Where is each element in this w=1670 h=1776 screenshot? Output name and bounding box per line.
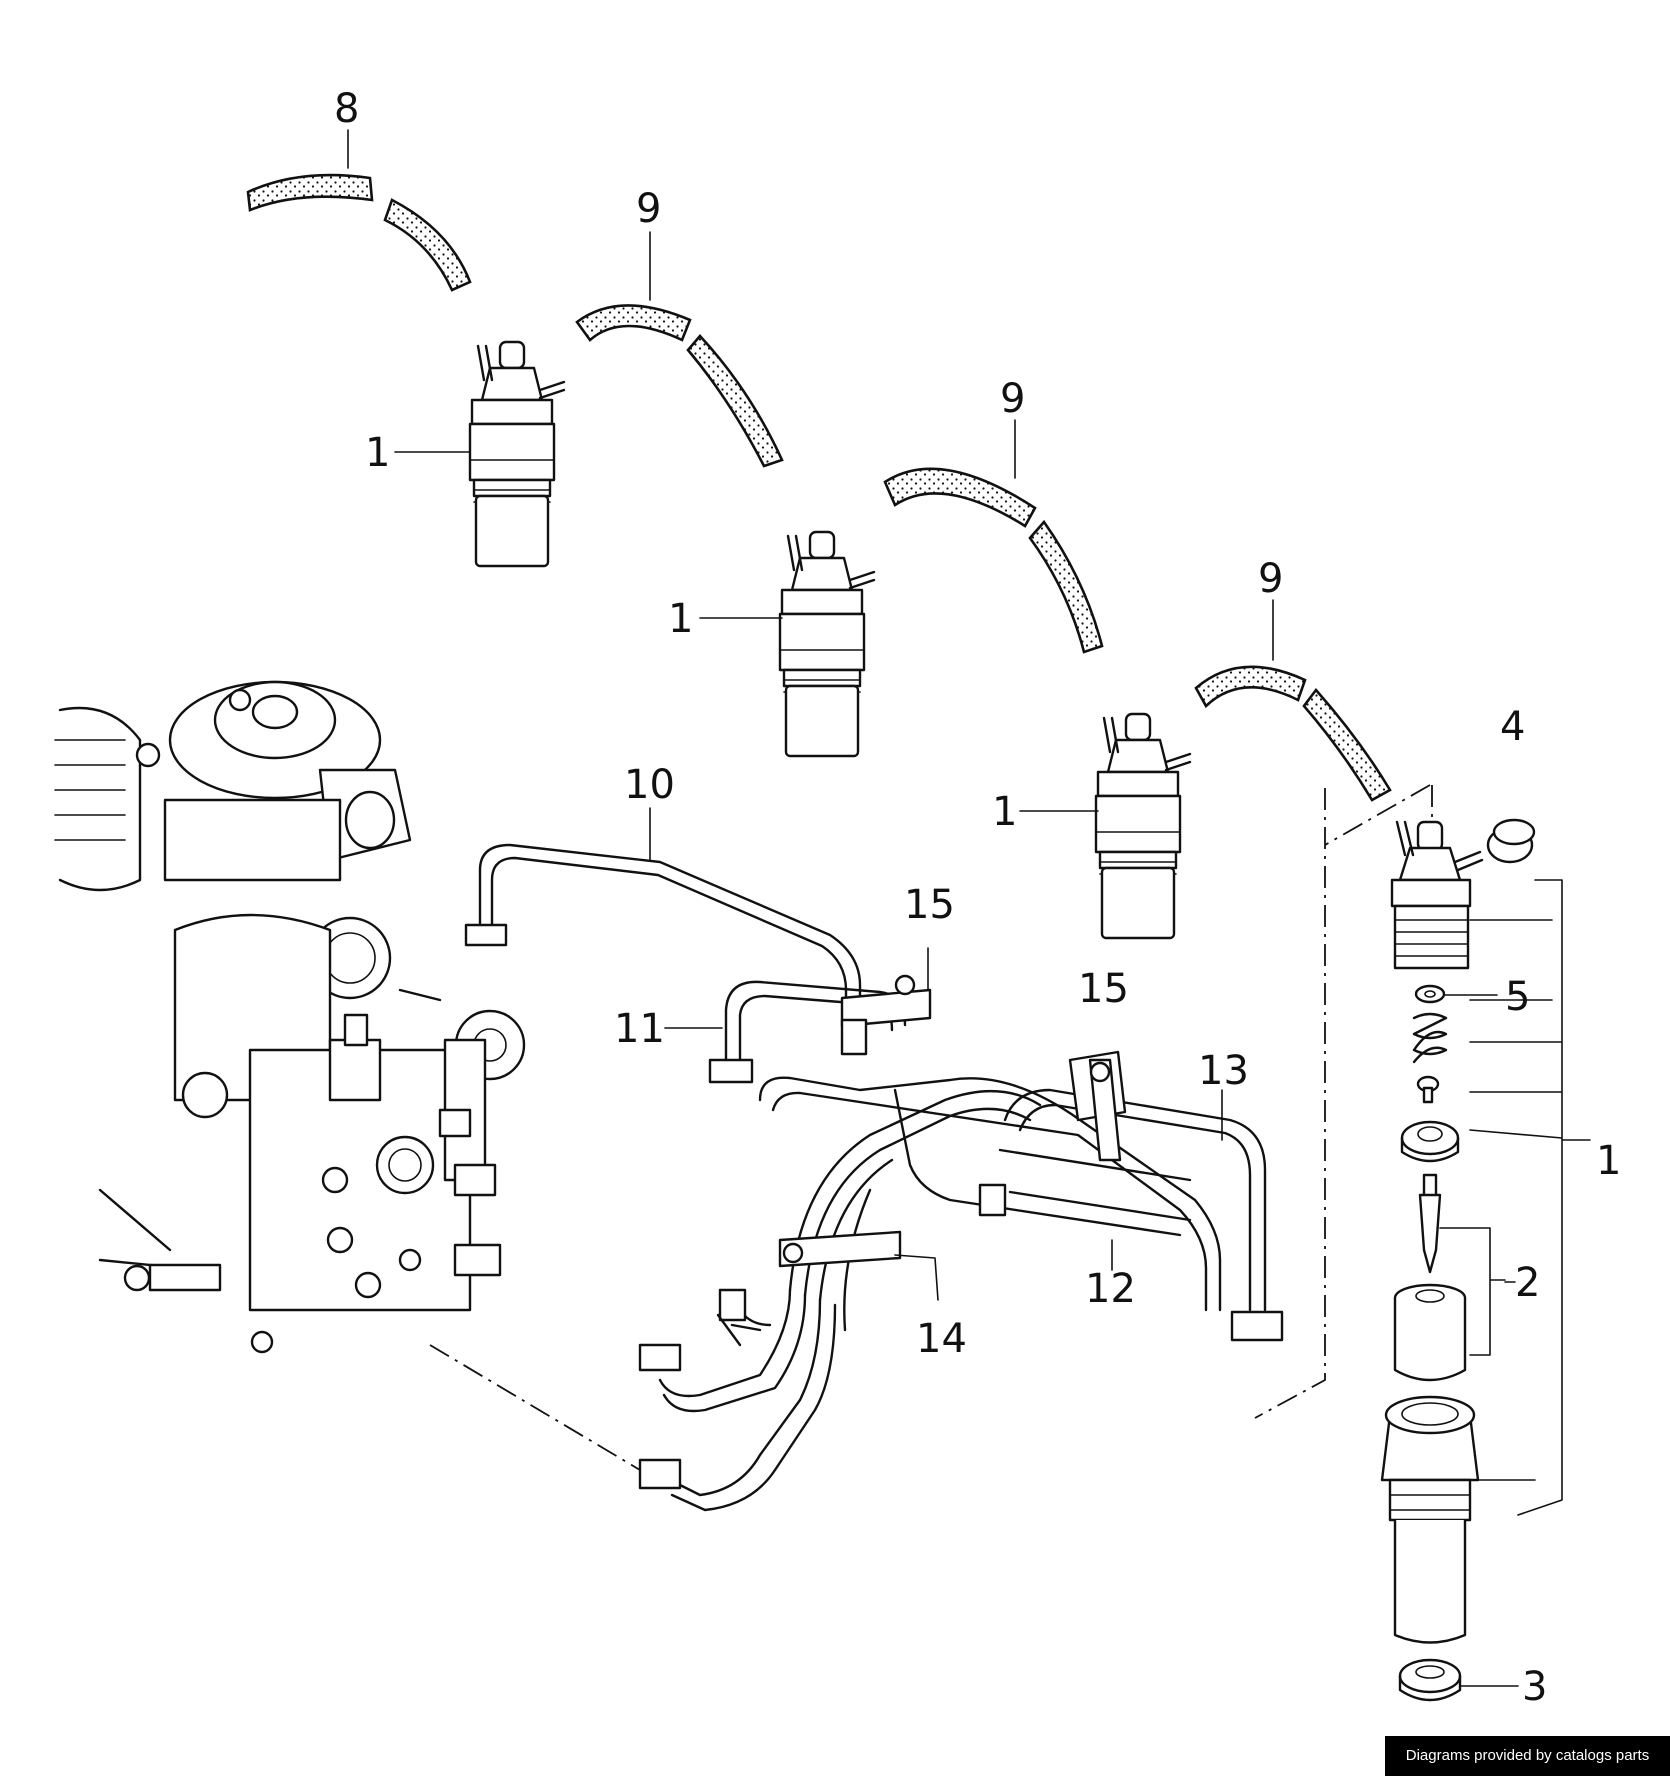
callout-10: 10 bbox=[624, 762, 675, 808]
alignment-line-c bbox=[429, 1344, 641, 1471]
callout-13: 13 bbox=[1198, 1048, 1249, 1094]
clamp-15-a bbox=[840, 974, 932, 1056]
injector-exploded bbox=[1390, 820, 1484, 970]
clamp-15-b bbox=[1068, 1050, 1127, 1162]
callout-9-a: 9 bbox=[636, 186, 661, 232]
callout-9-b: 9 bbox=[1000, 376, 1025, 422]
callout-15-a: 15 bbox=[904, 882, 955, 928]
injection-line-12 bbox=[893, 1088, 1192, 1237]
injector-1-c bbox=[1094, 712, 1192, 940]
bracket-2 bbox=[1439, 1227, 1506, 1356]
leader-14 bbox=[894, 1254, 939, 1301]
return-hose-9-a bbox=[575, 304, 784, 468]
intermediate-disc bbox=[1400, 1120, 1460, 1163]
return-hose-9-c bbox=[1194, 665, 1392, 802]
callout-1-d: 1 bbox=[1596, 1138, 1621, 1184]
callout-1-c: 1 bbox=[992, 789, 1017, 835]
return-hose-9-b bbox=[883, 467, 1104, 654]
injection-pump bbox=[54, 680, 526, 1354]
callout-1-a: 1 bbox=[365, 430, 390, 476]
injection-line-bundle bbox=[638, 1076, 1222, 1512]
pin bbox=[1416, 1075, 1440, 1104]
callout-12: 12 bbox=[1085, 1266, 1136, 1312]
washer-5 bbox=[1414, 984, 1446, 1004]
alignment-line-a bbox=[1254, 788, 1326, 1419]
nozzle-body-2 bbox=[1393, 1283, 1467, 1382]
injection-line-10 bbox=[464, 843, 862, 1012]
credit-banner: Diagrams provided by catalogs parts bbox=[1385, 1736, 1670, 1776]
callout-14: 14 bbox=[916, 1316, 967, 1362]
callout-8: 8 bbox=[334, 86, 359, 132]
callout-9-c: 9 bbox=[1258, 556, 1283, 602]
callout-3: 3 bbox=[1522, 1664, 1547, 1710]
spring bbox=[1412, 1012, 1448, 1064]
cap-4 bbox=[1486, 818, 1536, 864]
nozzle-nut bbox=[1380, 1395, 1480, 1644]
callout-15-b: 15 bbox=[1078, 966, 1129, 1012]
nozzle-needle-2 bbox=[1418, 1173, 1442, 1274]
callout-11: 11 bbox=[614, 1006, 665, 1052]
bracket-1 bbox=[1469, 879, 1591, 1516]
callout-1-b: 1 bbox=[668, 596, 693, 642]
heat-shield-3 bbox=[1398, 1658, 1462, 1702]
callout-5: 5 bbox=[1505, 974, 1530, 1020]
injector-1-a bbox=[468, 340, 566, 568]
callout-2: 2 bbox=[1515, 1260, 1540, 1306]
injector-1-b bbox=[778, 530, 876, 758]
return-hose-8 bbox=[246, 173, 472, 292]
callout-4: 4 bbox=[1500, 704, 1525, 750]
alignment-line-b bbox=[1324, 784, 1431, 846]
injection-line-13 bbox=[1003, 1088, 1284, 1342]
